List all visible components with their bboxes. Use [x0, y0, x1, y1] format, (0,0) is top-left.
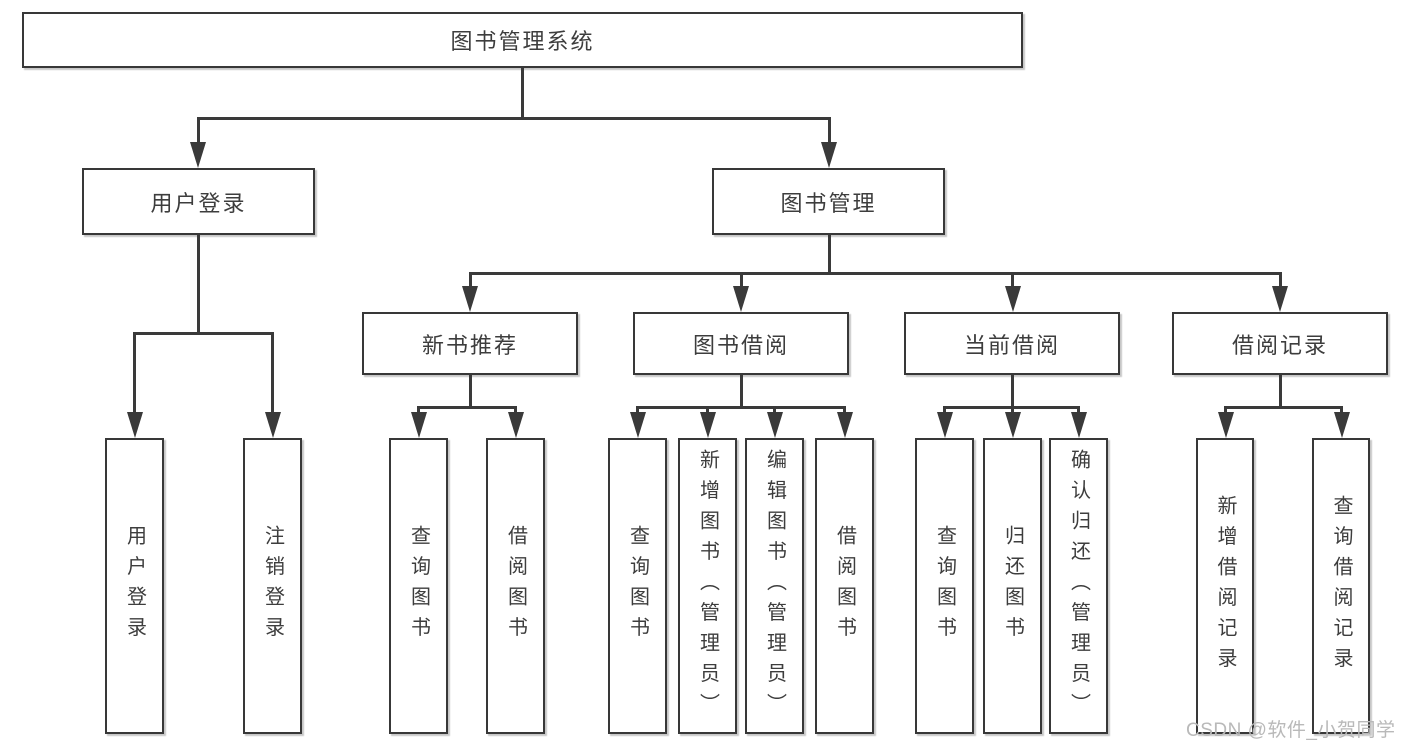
node-current-borrowing: 当前借阅 — [904, 312, 1120, 375]
connector-line — [843, 406, 846, 416]
csdn-watermark: CSDN @软件_小贺同学 — [1186, 720, 1396, 741]
connector-line — [773, 406, 776, 416]
arrow-down-icon — [126, 412, 143, 438]
connector-line — [739, 375, 743, 409]
arrow-down-icon — [629, 412, 646, 438]
node-system-root: 图书管理系统 — [22, 12, 1023, 68]
connector-line — [133, 332, 274, 335]
arrow-down-icon — [462, 286, 478, 312]
leaf-edit-books-admin: 编辑图书（管理员） — [745, 438, 804, 734]
connector-line — [943, 406, 946, 416]
leaf-return-books: 归还图书 — [983, 438, 1042, 734]
node-book-management: 图书管理 — [712, 168, 945, 235]
connector-line — [1340, 406, 1343, 416]
connector-line — [1224, 406, 1227, 416]
arrow-down-icon — [507, 412, 524, 438]
leaf-query-books-recommend: 查询图书 — [389, 438, 448, 734]
connector-line — [1011, 272, 1014, 289]
connector-line — [521, 68, 524, 119]
arrow-down-icon — [1004, 412, 1021, 438]
connector-line — [133, 332, 136, 416]
node-book-borrowing: 图书借阅 — [633, 312, 849, 375]
arrow-down-icon — [1004, 286, 1021, 312]
connector-line — [1011, 375, 1014, 409]
arrow-down-icon — [264, 412, 281, 438]
leaf-confirm-return-admin: 确认归还（管理员） — [1049, 438, 1108, 734]
leaf-add-books-admin: 新增图书（管理员） — [678, 438, 737, 734]
connector-line — [468, 272, 472, 289]
node-borrowing-records: 借阅记录 — [1172, 312, 1388, 375]
leaf-borrow-books: 借阅图书 — [815, 438, 874, 734]
arrow-down-icon — [1272, 286, 1288, 312]
connector-line — [636, 406, 846, 409]
leaf-logout: 注销登录 — [243, 438, 302, 734]
connector-line — [1077, 406, 1080, 416]
leaf-add-borrow-record: 新增借阅记录 — [1196, 438, 1254, 734]
arrow-down-icon — [936, 412, 953, 438]
connector-line — [636, 406, 639, 416]
connector-line — [271, 332, 274, 416]
node-user-login: 用户登录 — [82, 168, 315, 235]
connector-line — [514, 406, 517, 416]
arrow-down-icon — [733, 286, 749, 312]
connector-line — [1011, 406, 1014, 416]
arrow-down-icon — [699, 412, 716, 438]
arrow-down-icon — [190, 142, 206, 168]
arrow-down-icon — [410, 412, 427, 438]
arrow-down-icon — [1217, 412, 1234, 438]
connector-line — [196, 235, 200, 335]
leaf-query-books-borrow: 查询图书 — [608, 438, 667, 734]
connector-line — [1278, 375, 1282, 409]
connector-line — [706, 406, 709, 416]
connector-line — [468, 375, 472, 409]
connector-line — [827, 235, 831, 275]
leaf-query-books-current: 查询图书 — [915, 438, 974, 734]
connector-line — [739, 272, 743, 289]
leaf-borrow-books-recommend: 借阅图书 — [486, 438, 545, 734]
connector-line — [417, 406, 420, 416]
arrow-down-icon — [1070, 412, 1087, 438]
node-new-book-recommend: 新书推荐 — [362, 312, 578, 375]
connector-line — [468, 272, 1282, 275]
leaf-user-login: 用户登录 — [105, 438, 164, 734]
connector-line — [827, 117, 831, 145]
arrow-down-icon — [766, 412, 783, 438]
connector-line — [196, 117, 831, 120]
leaf-query-borrow-record: 查询借阅记录 — [1312, 438, 1370, 734]
connector-line — [196, 117, 200, 145]
arrow-down-icon — [836, 412, 853, 438]
connector-line — [417, 406, 517, 409]
connector-line — [1224, 406, 1341, 409]
connector-line — [1278, 272, 1282, 289]
arrow-down-icon — [1333, 412, 1350, 438]
arrow-down-icon — [821, 142, 837, 168]
